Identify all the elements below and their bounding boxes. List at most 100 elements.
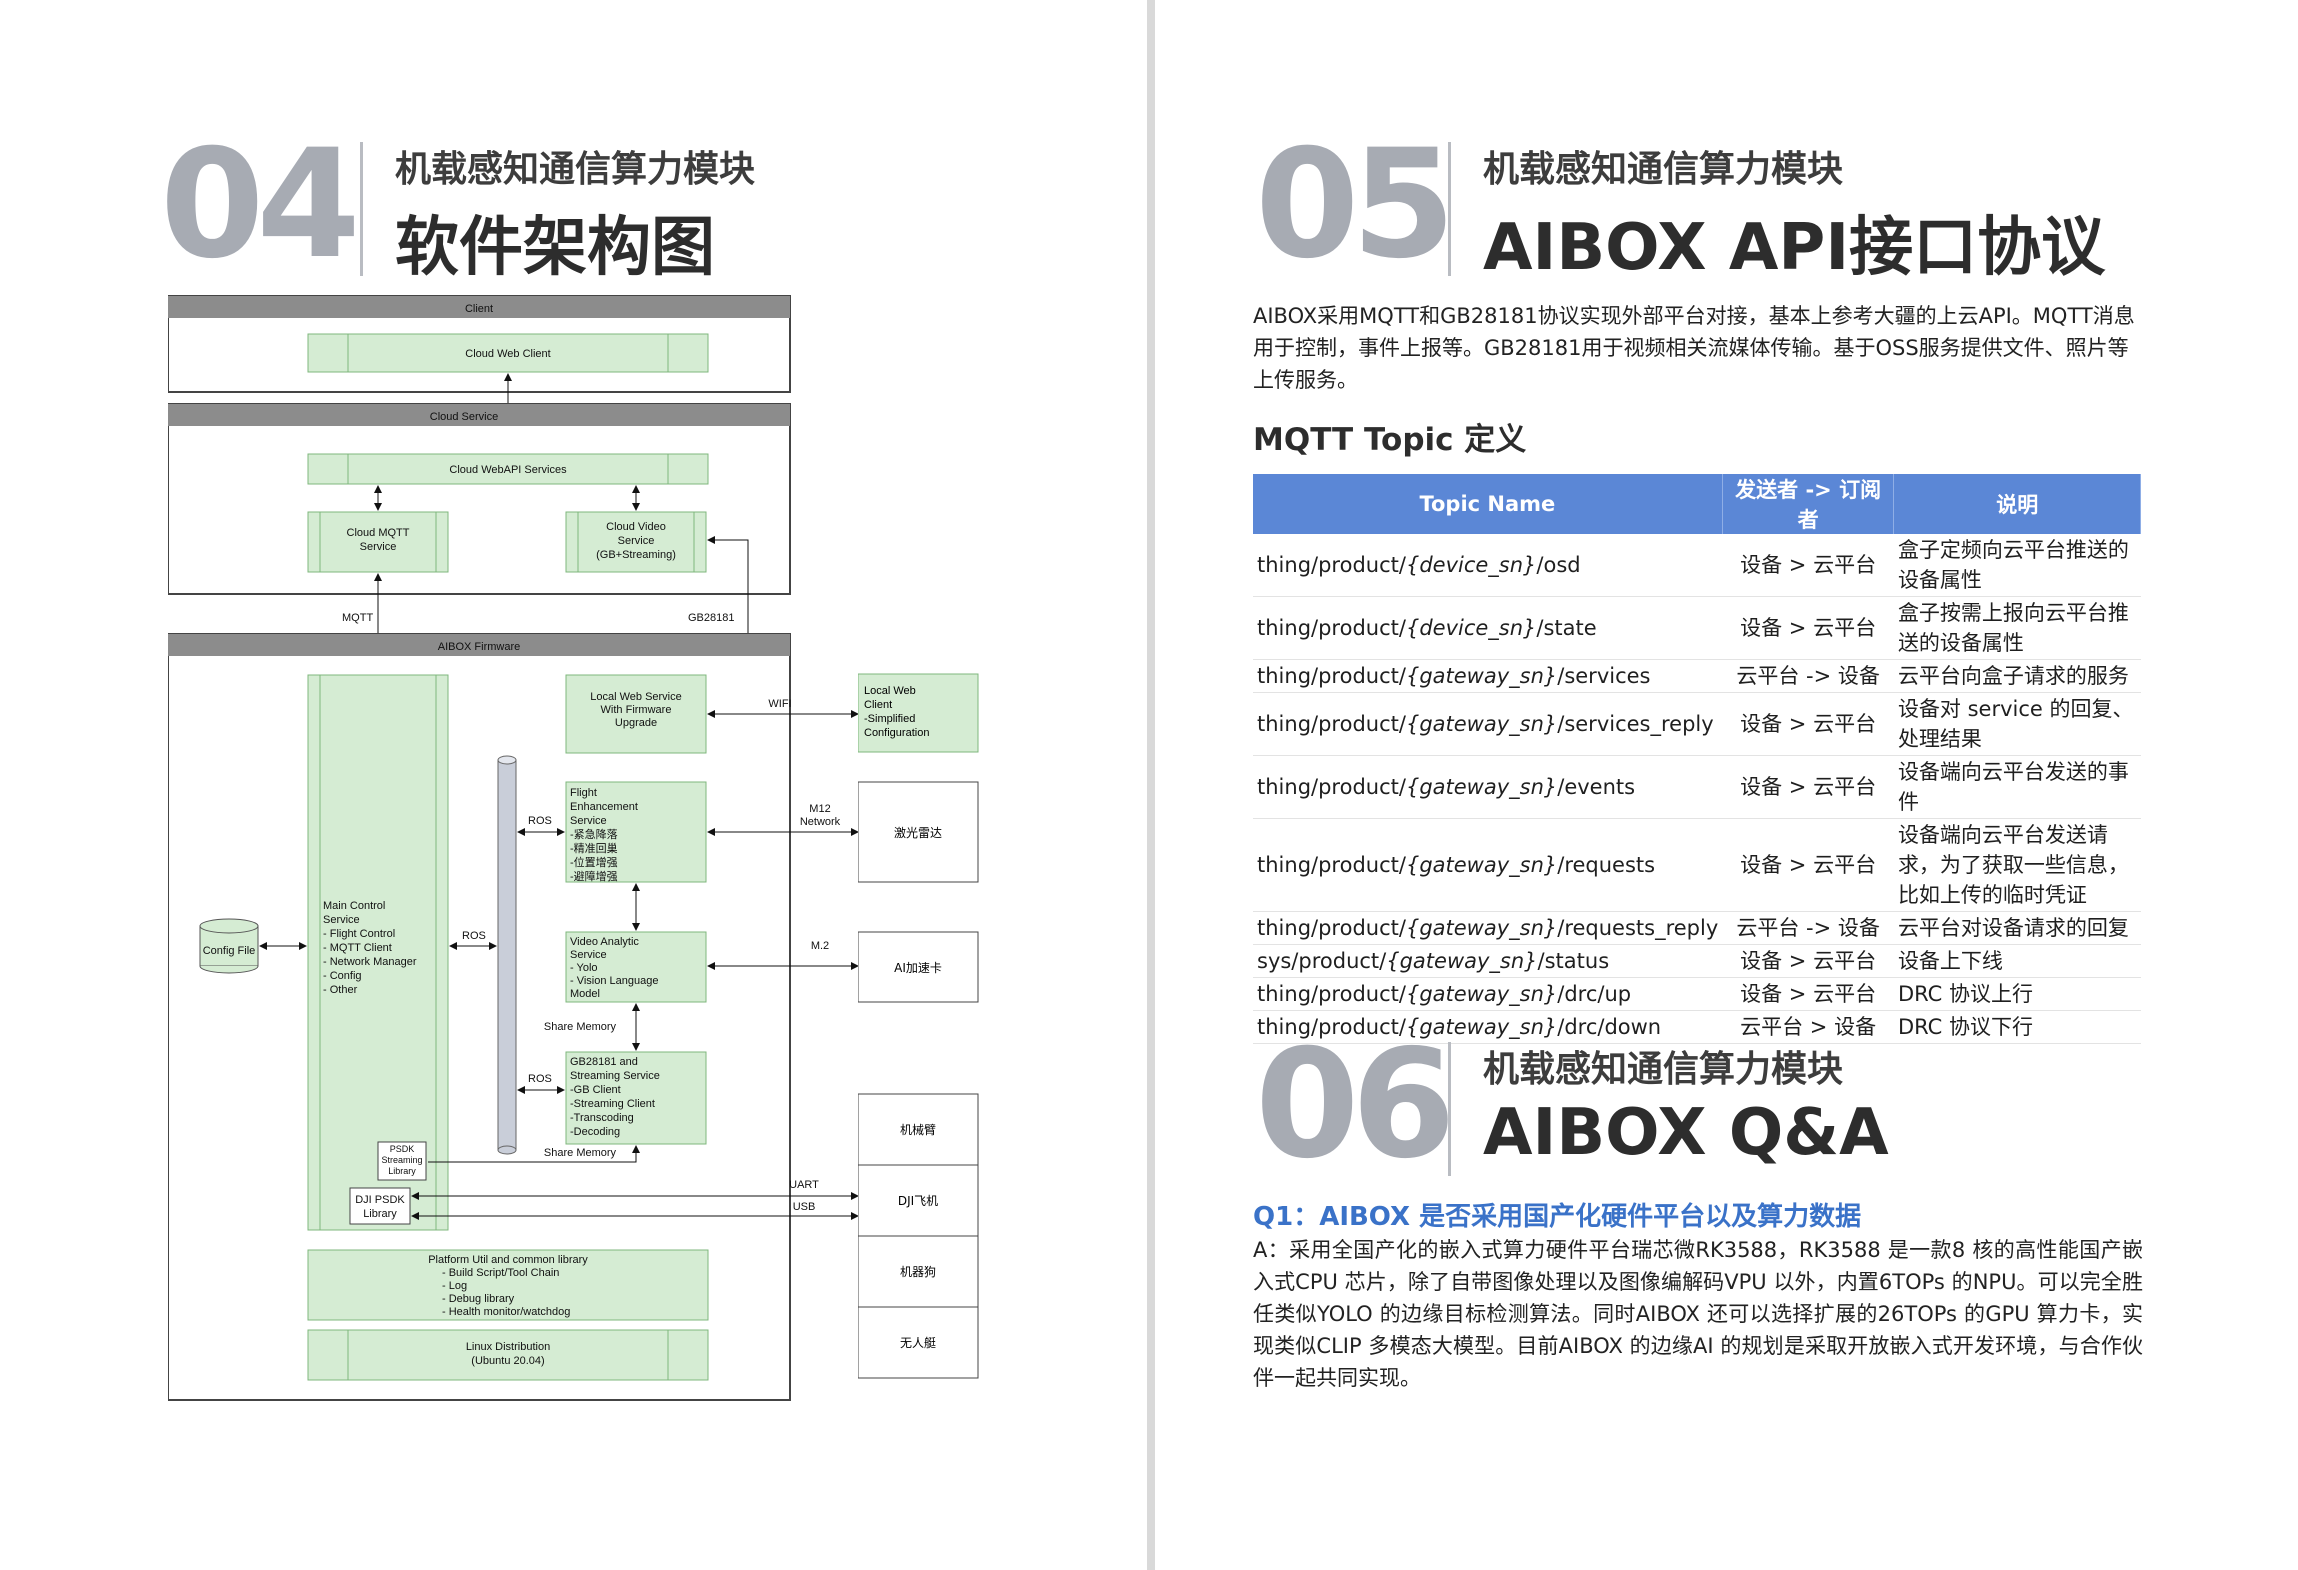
flight-line3: Service [570, 815, 607, 827]
flight-line4: -紧急降落 [570, 827, 618, 841]
topic-name-cell: thing/product/{gateway_sn}/drc/up [1253, 977, 1723, 1011]
flight-line6: -位置增强 [570, 855, 618, 869]
share-memory-label-1: Share Memory [544, 1021, 617, 1033]
topic-name-cell: thing/product/{device_sn}/state [1253, 596, 1723, 660]
direction-cell: 设备 > 云平台 [1722, 944, 1894, 978]
gb-service-line1: GB28181 and [570, 1056, 638, 1068]
platform-line4: - Debug library [442, 1293, 515, 1305]
ros-label-main: ROS [462, 930, 486, 942]
ros-label-gb: ROS [528, 1073, 552, 1085]
cloud-web-client: Cloud Web Client [465, 348, 550, 360]
description-cell: 设备端向云平台发送请求，为了获取一些信息，比如上传的临时凭证 [1893, 818, 2141, 912]
cloud-webapi-services: Cloud WebAPI Services [449, 464, 567, 476]
flight-line2: Enhancement [570, 801, 638, 813]
gb-service-line6: -Decoding [570, 1126, 620, 1138]
uart-label: UART [789, 1179, 819, 1191]
cloud-service-band-label: Cloud Service [430, 411, 498, 423]
direction-cell: 设备 > 云平台 [1722, 534, 1894, 597]
direction-cell: 设备 > 云平台 [1722, 596, 1894, 660]
mqtt-topic-heading: MQTT Topic 定义 [1253, 422, 1527, 458]
cloud-mqtt-line2: Service [360, 541, 397, 553]
video-analytic-line5: Model [570, 988, 600, 1000]
gb28181-link-label: GB28181 [688, 612, 734, 624]
main-control-line2: Service [323, 914, 360, 926]
description-cell: DRC 协议上行 [1893, 977, 2141, 1011]
section-title: AIBOX Q&A [1483, 1096, 1889, 1170]
main-control-line6: - Config [323, 970, 362, 982]
device-unmanned-boat: 无人艇 [900, 1336, 936, 1350]
local-web-line2: With Firmware [601, 704, 672, 716]
main-control-line3: - Flight Control [323, 928, 395, 940]
section-divider [1448, 142, 1451, 276]
flight-line5: -精准回巢 [570, 842, 618, 855]
section-number-06: 06 [1255, 1018, 1456, 1192]
psdk-stream-line3: Library [388, 1166, 416, 1176]
topic-name-cell: thing/product/{gateway_sn}/services_repl… [1253, 692, 1723, 756]
direction-cell: 设备 > 云平台 [1722, 977, 1894, 1011]
mqtt-topic-table: Topic Name 发送者 -> 订阅者 说明 thing/product/{… [1253, 474, 2141, 1044]
main-control-line1: Main Control [323, 900, 385, 912]
cloud-video-line2: Service [618, 535, 655, 547]
section-subtitle: 机载感知通信算力模块 [395, 149, 756, 190]
share-memory-label-2: Share Memory [544, 1147, 617, 1159]
mqtt-link-label: MQTT [342, 612, 373, 624]
section-subtitle: 机载感知通信算力模块 [1483, 1049, 1844, 1090]
gb-service-line5: -Transcoding [570, 1112, 634, 1124]
section-divider [360, 142, 363, 276]
platform-line1: Platform Util and common library [428, 1254, 588, 1266]
topic-name-cell: thing/product/{gateway_sn}/requests [1253, 818, 1723, 912]
platform-line5: - Health monitor/watchdog [442, 1306, 570, 1318]
device-robot-dog: 机器狗 [900, 1265, 936, 1279]
section-number-05: 05 [1255, 118, 1456, 292]
lidar-label: 激光雷达 [894, 826, 942, 840]
table-row: thing/product/{gateway_sn}/services_repl… [1253, 692, 2141, 756]
topic-name-cell: thing/product/{gateway_sn}/events [1253, 755, 1723, 819]
local-client-line3: -Simplified [864, 713, 915, 725]
gb-service-line3: -GB Client [570, 1084, 621, 1096]
topic-name-cell: thing/product/{gateway_sn}/drc/down [1253, 1010, 1723, 1044]
psdk-stream-line1: PSDK [390, 1144, 415, 1154]
direction-cell: 设备 > 云平台 [1722, 818, 1894, 912]
section-subtitle: 机载感知通信算力模块 [1483, 149, 1844, 190]
page-gutter [1147, 0, 1155, 1570]
topic-name-cell: thing/product/{device_sn}/osd [1253, 534, 1723, 597]
m2-label: M.2 [811, 940, 829, 952]
linux-line1: Linux Distribution [466, 1341, 550, 1353]
device-dji-aircraft: DJI飞机 [898, 1194, 938, 1208]
m12-line2: Network [800, 816, 841, 828]
description-cell: 设备端向云平台发送的事件 [1893, 755, 2141, 819]
cloud-mqtt-line1: Cloud MQTT [347, 527, 410, 539]
video-analytic-line3: - Yolo [570, 962, 598, 974]
psdk-stream-line2: Streaming [381, 1155, 422, 1165]
flight-line1: Flight [570, 787, 597, 799]
section-number-04: 04 [160, 118, 361, 292]
header-topic-name: Topic Name [1253, 474, 1723, 534]
wifi-label: WIFI [768, 698, 791, 710]
description-cell: DRC 协议下行 [1893, 1010, 2141, 1044]
description-cell: 云平台对设备请求的回复 [1893, 911, 2141, 945]
section-title: 软件架构图 [395, 211, 715, 285]
gb-service-line2: Streaming Service [570, 1070, 660, 1082]
video-analytic-line2: Service [570, 949, 607, 961]
local-client-line1: Local Web [864, 685, 916, 697]
local-client-line2: Client [864, 699, 892, 711]
section-divider [1448, 1042, 1451, 1176]
direction-cell: 云平台 > 设备 [1722, 1010, 1894, 1044]
topic-name-cell: thing/product/{gateway_sn}/services [1253, 659, 1723, 693]
main-control-line5: - Network Manager [323, 956, 417, 968]
intro-paragraph: AIBOX采用MQTT和GB28181协议实现外部平台对接，基本上参考大疆的上云… [1253, 304, 2135, 392]
m12-line1: M12 [809, 803, 830, 815]
direction-cell: 云平台 -> 设备 [1722, 911, 1894, 945]
header-direction: 发送者 -> 订阅者 [1722, 474, 1895, 534]
video-analytic-line4: - Vision Language [570, 975, 658, 987]
gb-service-line4: -Streaming Client [570, 1098, 655, 1110]
external-devices: Local Web Client -Simplified Configurati… [858, 673, 979, 1379]
ai-card-label: AI加速卡 [894, 961, 942, 975]
